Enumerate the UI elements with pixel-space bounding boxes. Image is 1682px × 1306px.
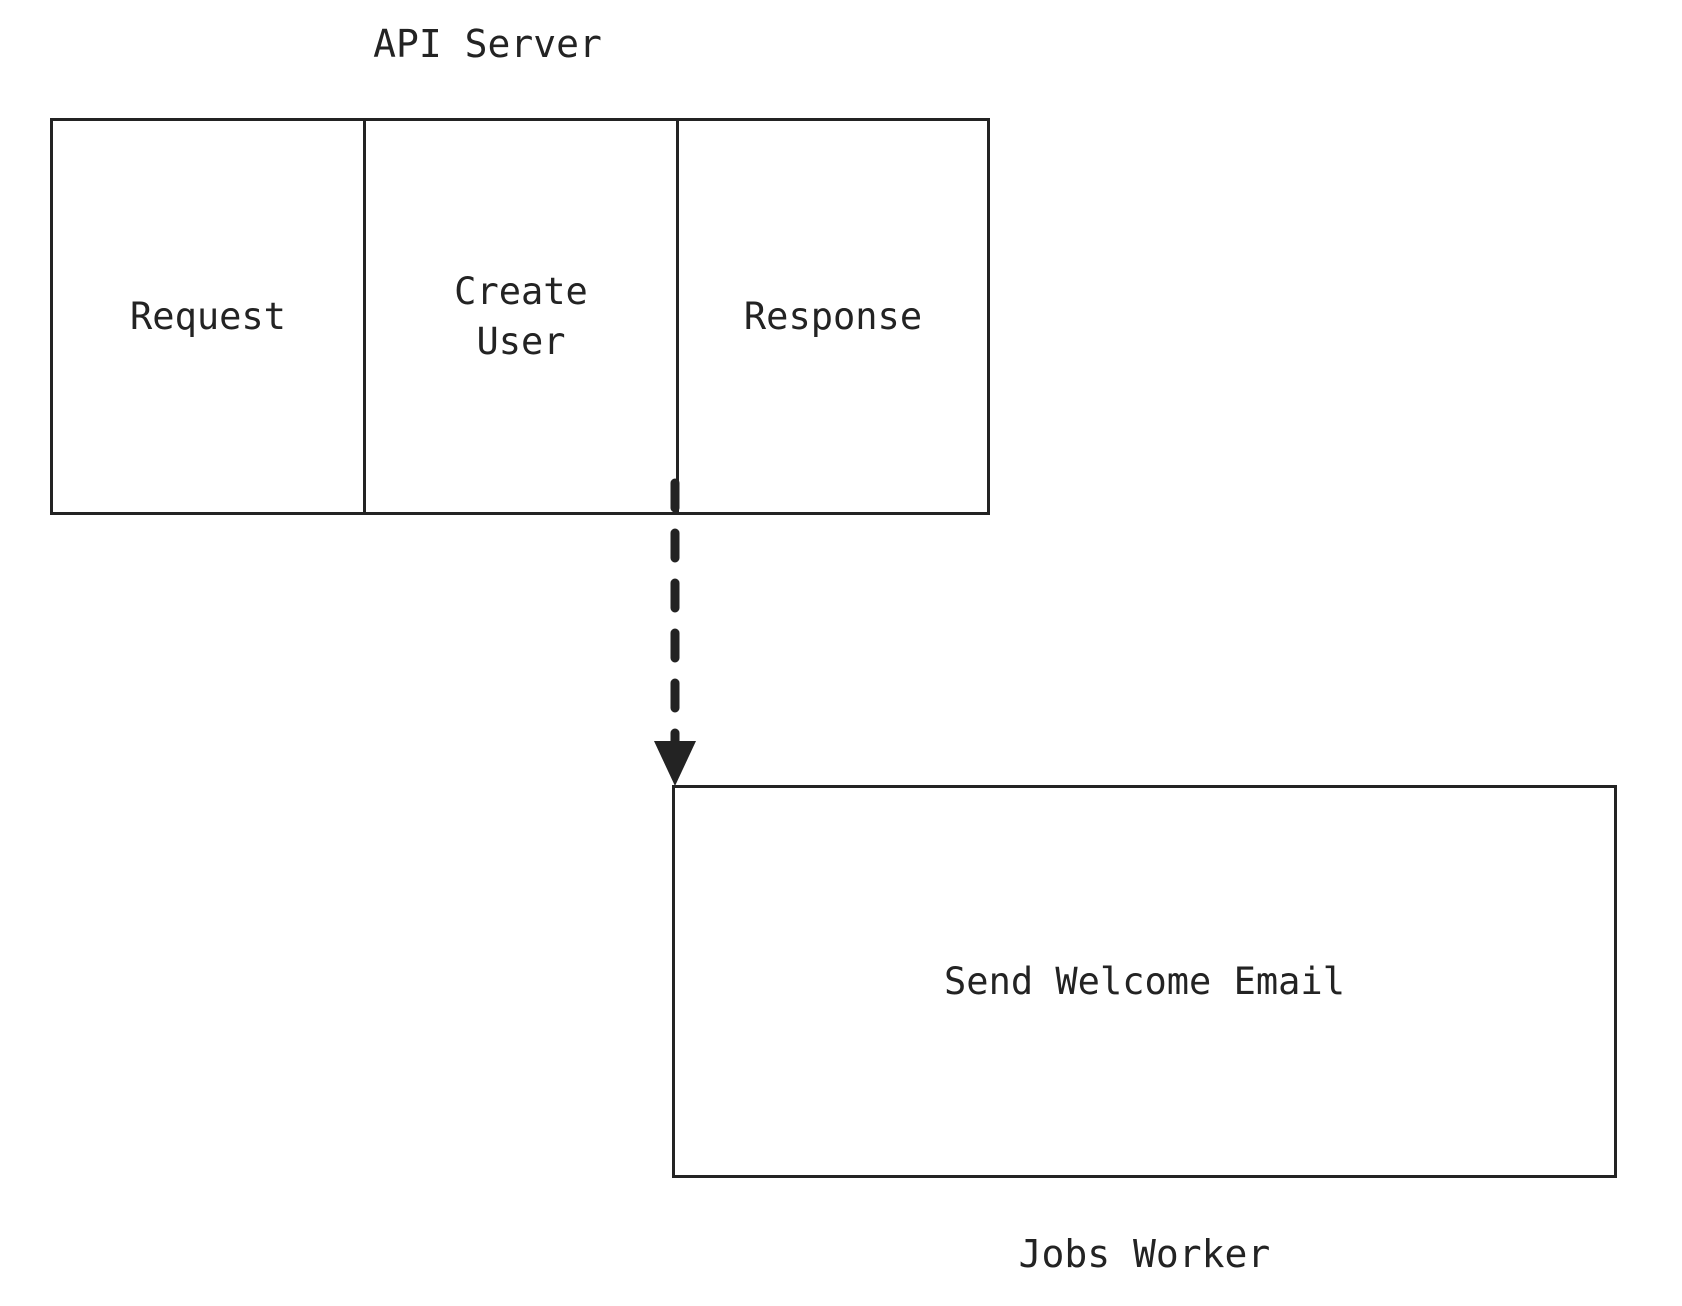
jobs-worker-box[interactable]: Send Welcome Email	[672, 785, 1617, 1178]
api-server-box: Request Create User Response	[50, 118, 990, 515]
connector-arrow-dashed	[654, 478, 696, 786]
api-cell-request-label: Request	[130, 294, 286, 338]
api-cell-create-user[interactable]: Create User	[366, 121, 679, 512]
jobs-worker-cell-label: Send Welcome Email	[944, 959, 1345, 1003]
api-cell-request[interactable]: Request	[53, 121, 366, 512]
jobs-worker-group-title: Jobs Worker	[1018, 1232, 1271, 1276]
connector-arrowhead-icon	[654, 741, 696, 786]
api-cell-response-label: Response	[743, 294, 923, 338]
api-cell-create-user-label: Create User	[454, 269, 588, 363]
api-server-group-title: API Server	[373, 22, 602, 66]
api-cell-response[interactable]: Response	[679, 121, 987, 512]
